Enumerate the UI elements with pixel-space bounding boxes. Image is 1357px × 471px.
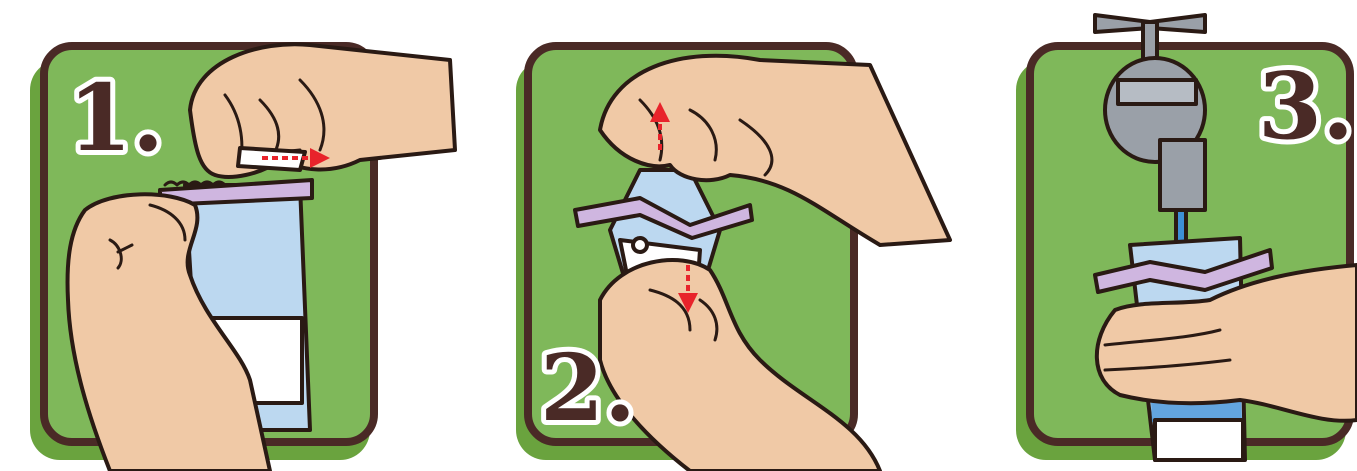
step-3-panel: 3.: [1016, 15, 1357, 460]
step-2-panel: 2.: [516, 46, 950, 471]
step-1-number: 1.: [68, 64, 164, 172]
step-1-panel: 1.: [30, 44, 455, 471]
hand-upper-icon: [190, 44, 455, 177]
step-2-number: 2.: [540, 334, 636, 442]
step-3-number: 3.: [1258, 52, 1354, 160]
